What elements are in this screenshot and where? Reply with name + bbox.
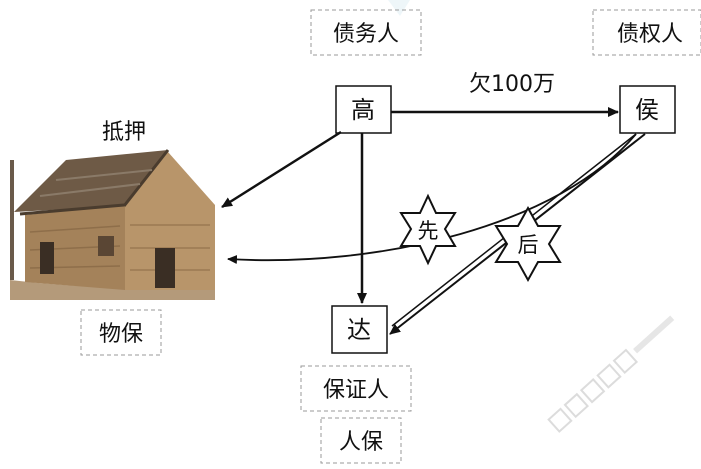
personal-security-label: 人保 <box>339 430 383 455</box>
mortgage-label: 抵押 <box>102 120 146 145</box>
node-hou-label: 侯 <box>635 96 659 124</box>
arrow-gao-to-house <box>221 130 342 209</box>
node-gao-label: 高 <box>351 96 375 124</box>
guarantor-role: 保证人 <box>300 365 412 412</box>
personal-security-box: 人保 <box>320 417 402 464</box>
badge-later-label: 后 <box>518 233 539 257</box>
node-da-label: 达 <box>347 316 371 344</box>
guarantor-role-label: 保证人 <box>323 378 389 403</box>
property-security-box: 物保 <box>80 309 162 356</box>
watermark-logo <box>388 0 410 16</box>
debtor-role-label: 债务人 <box>333 22 399 47</box>
node-da: 达 <box>331 305 388 354</box>
badge-first: 先 <box>399 193 457 266</box>
node-hou: 侯 <box>619 85 676 134</box>
watermark-text <box>547 315 675 433</box>
creditor-role: 债权人 <box>592 9 701 56</box>
badge-first-label: 先 <box>418 219 439 243</box>
debt-label: 欠100万 <box>469 72 555 97</box>
creditor-role-label: 债权人 <box>617 22 683 47</box>
house-illustration <box>10 149 215 300</box>
badge-later: 后 <box>494 205 562 283</box>
debtor-role: 债务人 <box>310 9 422 56</box>
node-gao: 高 <box>335 85 392 134</box>
property-security-label: 物保 <box>99 322 143 347</box>
